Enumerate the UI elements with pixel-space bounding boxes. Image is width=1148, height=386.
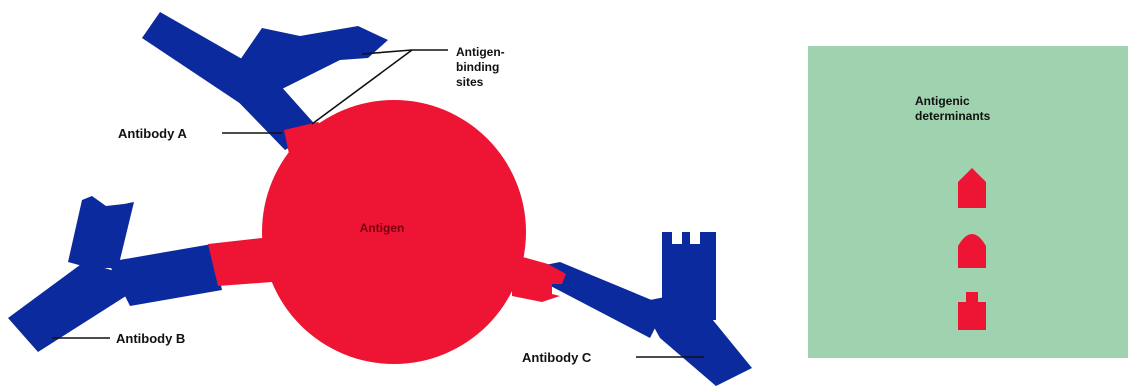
antigen-binding-sites-label-line1: Antigen- [456, 45, 505, 59]
antibody-b-label: Antibody B [116, 331, 185, 346]
antibody-b [8, 196, 280, 352]
antigen-label: Antigen [360, 221, 405, 235]
antibody-c-label: Antibody C [522, 350, 592, 365]
antibody-b-upper-arm [68, 196, 134, 268]
antibody-a-label: Antibody A [118, 126, 187, 141]
antigenic-determinants-panel: Antigenic determinants [808, 46, 1128, 358]
antigenic-determinants-label-line2: determinants [915, 109, 991, 123]
antigen-binding-sites-label-line3: sites [456, 75, 484, 89]
antigen: Antigen [262, 100, 526, 364]
antigen-binding-sites-label-line2: binding [456, 60, 499, 74]
antigenic-determinants-label-line1: Antigenic [915, 94, 970, 108]
antibody-b-stem [108, 244, 222, 306]
